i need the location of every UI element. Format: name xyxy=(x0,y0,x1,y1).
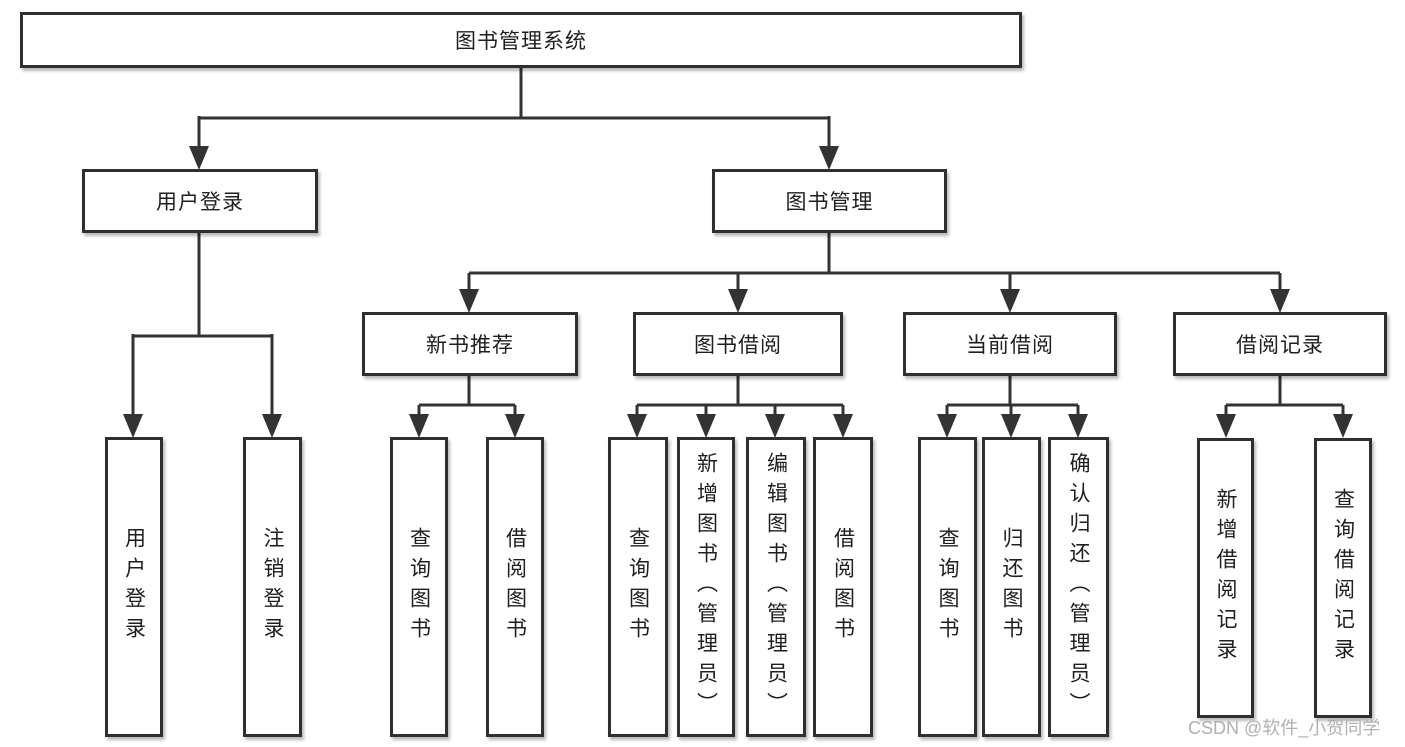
arrow-down-icon xyxy=(409,414,429,438)
arrow-down-icon xyxy=(459,289,479,313)
arrow-down-icon xyxy=(833,414,853,438)
node-borrowing-records: 借阅记录 xyxy=(1173,312,1387,376)
arrow-down-icon xyxy=(1333,414,1353,438)
arrow-down-icon xyxy=(189,146,209,170)
node-new-book-recommend: 新书推荐 xyxy=(362,312,578,376)
arrow-down-icon xyxy=(937,414,957,438)
connector-root-to-level1 xyxy=(189,66,839,170)
arrow-down-icon xyxy=(819,146,839,170)
node-label: 借阅图书 xyxy=(831,527,855,647)
node-label: 借阅图书 xyxy=(503,527,527,647)
node-book-borrowing: 图书借阅 xyxy=(633,312,843,376)
node-label: 图书借阅 xyxy=(694,334,782,357)
leaf-logout: 注销登录 xyxy=(243,437,302,737)
arrow-down-icon xyxy=(627,414,647,438)
arrow-down-icon xyxy=(1216,414,1236,438)
arrow-down-icon xyxy=(1068,414,1088,438)
node-library-system: 图书管理系统 xyxy=(20,12,1022,68)
leaf-user-login: 用户登录 xyxy=(105,437,163,737)
connector-book-management-children xyxy=(459,233,1290,313)
node-label: 新书推荐 xyxy=(426,334,514,357)
connector-book-borrowing-children xyxy=(627,376,853,438)
arrow-down-icon xyxy=(262,414,282,438)
node-label: 编辑图书（管理员） xyxy=(764,452,788,722)
arrow-down-icon xyxy=(1000,289,1020,313)
connector-new-book-recommend-children xyxy=(409,376,525,438)
leaf-query-books-recommend: 查询图书 xyxy=(390,437,448,737)
node-label: 查询图书 xyxy=(936,527,959,647)
arrow-down-icon xyxy=(1270,289,1290,313)
connector-user-login-children xyxy=(123,233,282,438)
node-label: 查询图书 xyxy=(407,527,431,647)
arrow-down-icon xyxy=(123,414,143,438)
node-label: 新增图书（管理员） xyxy=(694,452,718,722)
node-label: 图书管理系统 xyxy=(455,30,587,53)
leaf-add-book-admin: 新增图书（管理员） xyxy=(677,437,735,737)
connector-current-borrowing-children xyxy=(937,376,1088,438)
arrow-down-icon xyxy=(696,414,716,438)
node-label: 查询借阅记录 xyxy=(1331,488,1355,668)
leaf-query-books-borrowing: 查询图书 xyxy=(608,437,668,737)
leaf-query-books-current: 查询图书 xyxy=(918,437,977,737)
node-label: 确认归还（管理员） xyxy=(1067,452,1090,722)
node-current-borrowing: 当前借阅 xyxy=(903,312,1117,376)
leaf-borrow-books-recommend: 借阅图书 xyxy=(486,437,544,737)
leaf-add-borrow-record: 新增借阅记录 xyxy=(1197,438,1254,718)
node-user-login: 用户登录 xyxy=(82,169,318,233)
node-label: 用户登录 xyxy=(156,191,244,214)
node-label: 查询图书 xyxy=(626,527,650,647)
node-label: 新增借阅记录 xyxy=(1214,488,1237,668)
node-label: 归还图书 xyxy=(1000,527,1023,647)
connector-borrowing-records-children xyxy=(1216,376,1353,438)
leaf-confirm-return-admin: 确认归还（管理员） xyxy=(1048,437,1109,737)
node-label: 注销登录 xyxy=(261,527,284,647)
node-book-management: 图书管理 xyxy=(712,169,947,233)
arrow-down-icon xyxy=(728,289,748,313)
leaf-edit-book-admin: 编辑图书（管理员） xyxy=(746,437,806,737)
leaf-borrow-books: 借阅图书 xyxy=(813,437,873,737)
arrow-down-icon xyxy=(765,414,785,438)
leaf-query-borrow-record: 查询借阅记录 xyxy=(1314,438,1372,718)
csdn-watermark: CSDN @软件_小贺同学 xyxy=(1188,718,1381,738)
node-label: 当前借阅 xyxy=(966,334,1054,357)
node-label: 借阅记录 xyxy=(1236,334,1324,357)
node-label: 用户登录 xyxy=(122,527,146,647)
arrow-down-icon xyxy=(505,414,525,438)
node-label: 图书管理 xyxy=(785,191,874,214)
arrow-down-icon xyxy=(1001,414,1021,438)
leaf-return-book: 归还图书 xyxy=(982,437,1041,737)
